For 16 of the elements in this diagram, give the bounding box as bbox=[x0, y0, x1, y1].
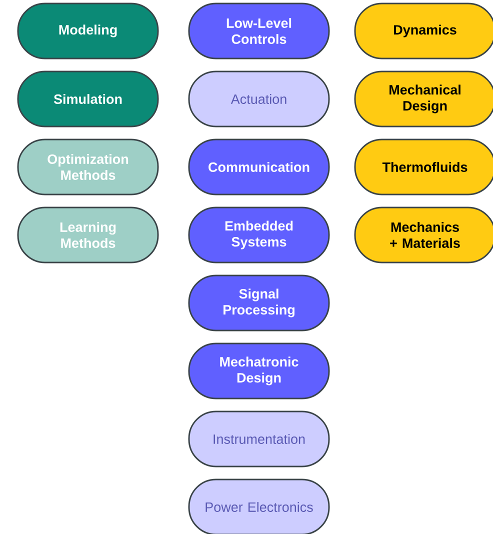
topic-pill: Mechatronic Design bbox=[188, 342, 330, 400]
topic-pill: Thermofluids bbox=[354, 138, 493, 196]
topic-pill: Mechanical Design bbox=[354, 70, 493, 128]
topic-pill: Simulation bbox=[17, 70, 159, 128]
topic-pill: Signal Processing bbox=[188, 274, 330, 332]
topic-pill: Modeling bbox=[17, 2, 159, 60]
topic-pill: Dynamics bbox=[354, 2, 493, 60]
topic-pill: Optimization Methods bbox=[17, 138, 159, 196]
topic-pill: Instrumentation bbox=[188, 410, 330, 468]
topic-pill: Learning Methods bbox=[17, 206, 159, 264]
topic-pill: Power Electronics bbox=[188, 478, 330, 534]
topic-pill: Low-Level Controls bbox=[188, 2, 330, 60]
topic-pill: Actuation bbox=[188, 70, 330, 128]
topic-pill: Communication bbox=[188, 138, 330, 196]
topic-pill: Embedded Systems bbox=[188, 206, 330, 264]
topic-pill: Mechanics + Materials bbox=[354, 206, 493, 264]
